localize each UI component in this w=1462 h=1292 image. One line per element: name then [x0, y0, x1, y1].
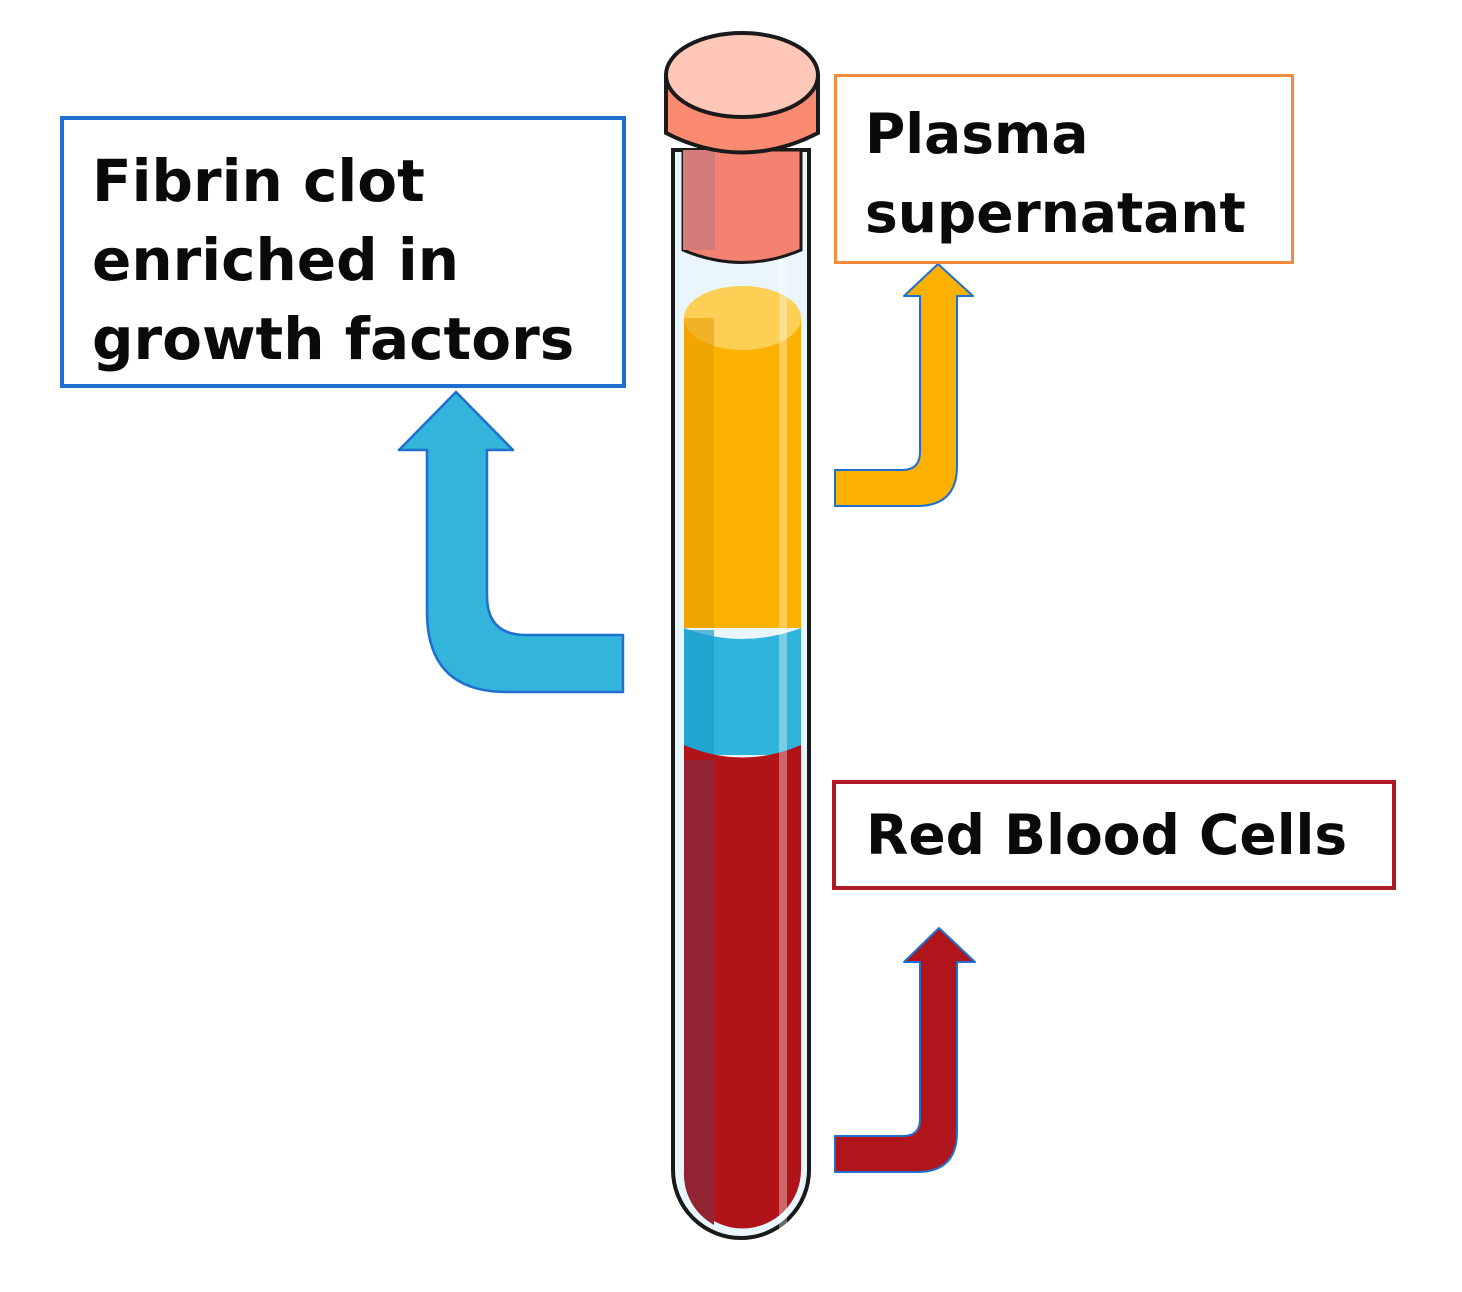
plasma-layer	[684, 286, 801, 628]
fibrin-clot-label: Fibrin clot enriched in growth factors	[60, 116, 626, 388]
rbc-label-line-1: Red Blood Cells	[866, 803, 1348, 867]
rbc-layer	[683, 745, 801, 1229]
plasma-label-line-2: supernatant	[865, 181, 1246, 245]
arrow-up-icon	[834, 927, 976, 1173]
arrow-up-icon	[834, 263, 974, 507]
red-blood-cells-label: Red Blood Cells	[832, 780, 1396, 890]
fibrin-label-line-2: enriched in	[92, 226, 460, 294]
plasma-label-line-1: Plasma	[865, 102, 1089, 166]
glass-highlight	[779, 232, 787, 1232]
fibrin-label-line-3: growth factors	[92, 305, 575, 373]
fibrin-label-line-1: Fibrin clot	[92, 147, 425, 215]
plasma-supernatant-label: Plasma supernatant	[834, 74, 1294, 264]
buffy-coat-layer	[684, 628, 801, 755]
tube-cap	[664, 31, 820, 264]
arrow-up-icon	[397, 390, 625, 694]
